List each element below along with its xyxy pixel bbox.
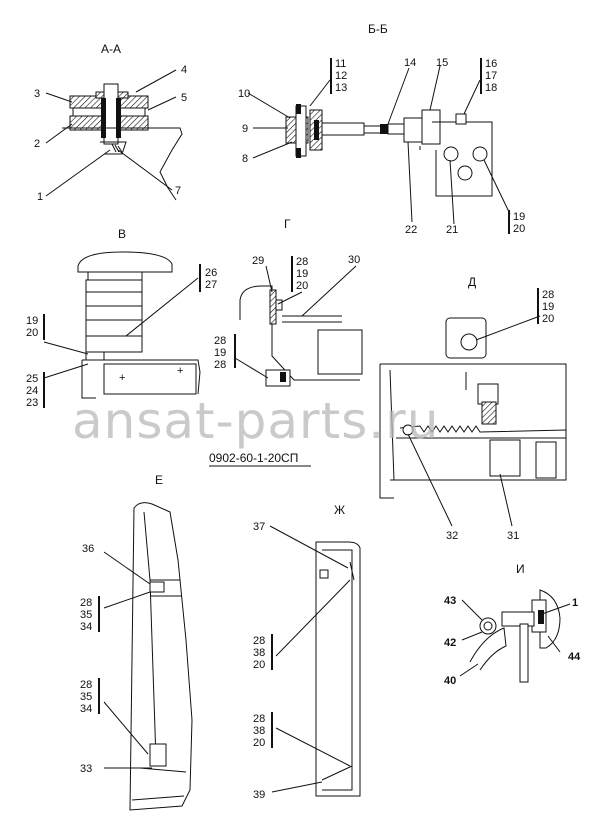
callout-44: 44 — [568, 651, 581, 663]
callout-28-e: 28 — [80, 597, 92, 609]
callout-28-e2: 28 — [80, 679, 92, 691]
callout-22: 22 — [405, 224, 417, 236]
view-label-aa: А-А — [101, 42, 121, 56]
callout-10: 10 — [238, 88, 250, 100]
callout-20-bb: 20 — [513, 223, 525, 235]
callout-16: 16 — [485, 58, 497, 70]
view-label-d: Д — [468, 275, 476, 289]
callout-34-e2: 34 — [80, 703, 92, 715]
callout-18: 18 — [485, 82, 497, 94]
view-label-v: В — [118, 227, 126, 241]
callout-9: 9 — [242, 123, 248, 135]
callout-20-v: 20 — [26, 327, 38, 339]
callout-28-g2: 28 — [214, 335, 226, 347]
callout-12: 12 — [335, 70, 347, 82]
callout-8: 8 — [242, 153, 248, 165]
callout-35-e: 35 — [80, 609, 92, 621]
callout-28-zh: 28 — [253, 635, 265, 647]
callout-2: 2 — [34, 138, 40, 150]
watermark: ansat-parts.ru — [72, 392, 439, 450]
callout-11: 11 — [335, 58, 346, 70]
view-e: Е 36 28 35 34 28 35 34 33 — [80, 473, 193, 811]
callout-7: 7 — [175, 185, 181, 197]
callout-29: 29 — [252, 255, 264, 267]
view-label-g: Г — [284, 217, 291, 231]
callout-33: 33 — [80, 763, 92, 775]
callout-15: 15 — [436, 57, 448, 69]
view-label-bb: Б-Б — [368, 22, 388, 36]
callout-20-zh2: 20 — [253, 737, 265, 749]
callout-26: 26 — [205, 267, 217, 279]
callout-43: 43 — [444, 595, 456, 607]
callout-23: 23 — [26, 397, 38, 409]
view-aa: А-А 3 4 5 2 1 7 — [34, 42, 187, 203]
view-d: Д 28 19 20 32 31 — [379, 275, 567, 542]
callout-19-g: 19 — [296, 268, 308, 280]
callout-28-zh2: 28 — [253, 713, 265, 725]
svg-text:+: + — [119, 372, 125, 384]
drawing-number: 0902-60-1-20СП — [209, 451, 298, 465]
callout-13: 13 — [335, 82, 347, 94]
callout-19-d: 19 — [542, 301, 554, 313]
view-zh: Ж 37 28 38 20 28 38 20 39 — [253, 503, 361, 801]
callout-32: 32 — [446, 530, 458, 542]
view-label-i: И — [516, 562, 525, 576]
callout-14: 14 — [404, 57, 416, 69]
view-label-zh: Ж — [334, 503, 345, 517]
view-i: И 43 1 42 44 40 — [444, 562, 581, 687]
callout-39: 39 — [253, 789, 265, 801]
callout-19-bb: 19 — [513, 211, 525, 223]
callout-24: 24 — [26, 385, 38, 397]
callout-25: 25 — [26, 373, 38, 385]
callout-42: 42 — [444, 637, 456, 649]
callout-20-d: 20 — [542, 313, 554, 325]
callout-37: 37 — [253, 521, 265, 533]
view-g: Г 29 28 19 20 30 28 19 28 — [214, 217, 363, 387]
callout-40: 40 — [444, 675, 456, 687]
callout-27: 27 — [205, 279, 217, 291]
callout-28-d: 28 — [542, 289, 554, 301]
callout-5: 5 — [181, 92, 187, 104]
callout-21: 21 — [446, 224, 458, 236]
view-bb: Б-Б 10 9 8 11 — [238, 22, 525, 236]
callout-36: 36 — [82, 543, 94, 555]
callout-35-e2: 35 — [80, 691, 92, 703]
callout-20-g: 20 — [296, 280, 308, 292]
callout-38-zh: 38 — [253, 647, 265, 659]
callout-28-g: 28 — [296, 256, 308, 268]
callout-38-zh2: 38 — [253, 725, 265, 737]
callout-4: 4 — [181, 64, 187, 76]
callout-20-zh: 20 — [253, 659, 265, 671]
callout-1-i: 1 — [572, 597, 578, 609]
view-v: В + + 26 27 19 20 25 24 23 — [26, 227, 217, 409]
svg-text:+: + — [177, 365, 183, 377]
callout-28-g3: 28 — [214, 359, 226, 371]
view-label-e: Е — [155, 473, 163, 487]
callout-31: 31 — [507, 530, 519, 542]
callout-30: 30 — [348, 254, 360, 266]
callout-17: 17 — [485, 70, 497, 82]
callout-19-g2: 19 — [214, 347, 226, 359]
callout-1: 1 — [37, 191, 43, 203]
callout-3: 3 — [34, 88, 40, 100]
callout-34-e: 34 — [80, 621, 92, 633]
callout-19-v: 19 — [26, 315, 38, 327]
